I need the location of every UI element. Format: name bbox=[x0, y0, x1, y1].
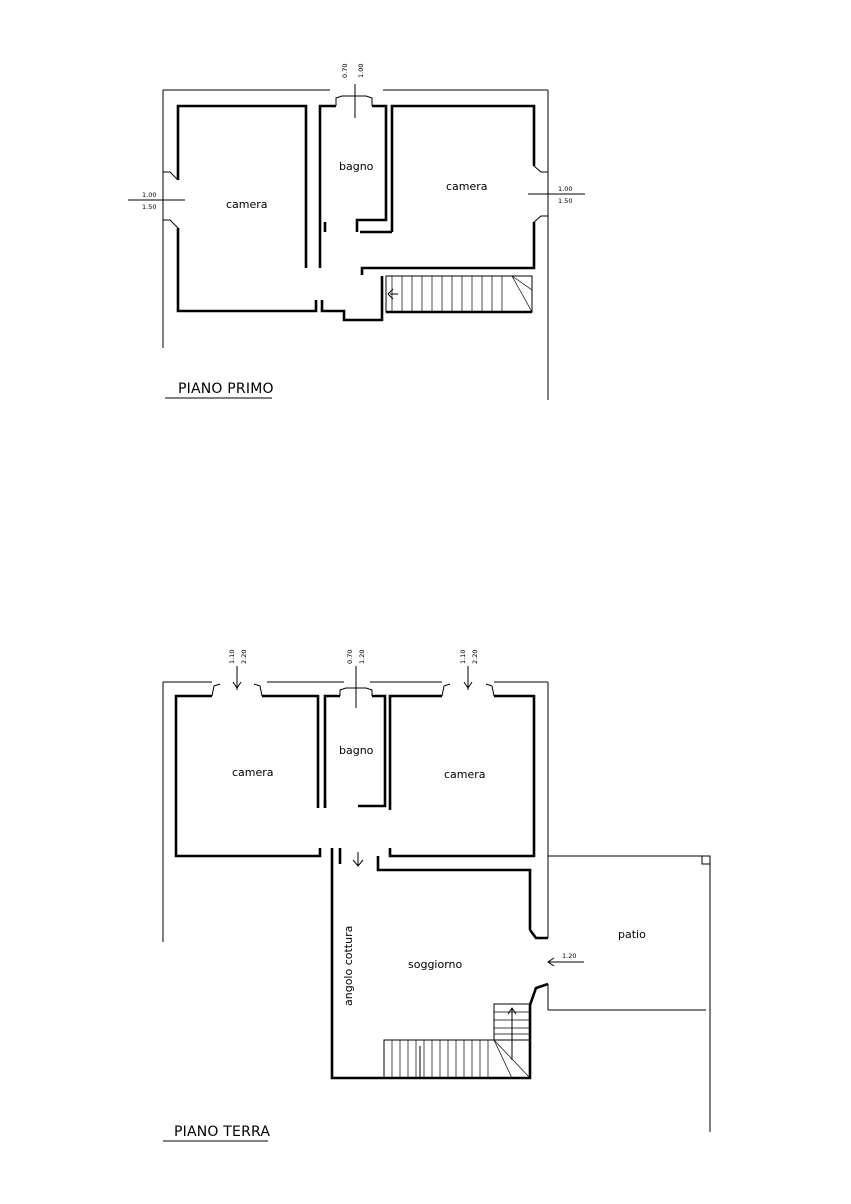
first-floor-camera-right-bottom-wall bbox=[360, 222, 536, 275]
first-floor-stair-arrow-icon bbox=[387, 288, 398, 300]
ground-floor-dim-mid-a: 0.70 bbox=[346, 650, 354, 664]
ground-floor-right-window bbox=[441, 683, 495, 697]
first-floor-room-bagno: bagno bbox=[339, 160, 374, 173]
first-floor-plan: 0.70 1.00 1.00 1.50 1.00 1.50 camera bag… bbox=[128, 64, 585, 400]
first-floor-camera-left-bottom-wall bbox=[176, 228, 318, 313]
first-floor-dim-right-b: 1.50 bbox=[558, 197, 572, 205]
first-floor-stair-winder bbox=[511, 275, 533, 291]
ground-floor-stair-winder bbox=[493, 1039, 513, 1079]
ground-floor-right-dim-arrow-icon bbox=[463, 681, 473, 689]
ground-floor-camera-left-walls bbox=[174, 694, 322, 858]
first-floor-room-camera-right: camera bbox=[446, 180, 488, 193]
first-floor-title: PIANO PRIMO bbox=[178, 381, 274, 397]
first-floor-stair-winder bbox=[511, 275, 533, 313]
ground-floor-patio bbox=[548, 855, 711, 1132]
first-floor-bagno-window bbox=[335, 95, 373, 106]
first-floor-landing-walls bbox=[320, 276, 384, 322]
ground-floor-room-camera-left: camera bbox=[232, 766, 274, 779]
ground-floor-staircase bbox=[383, 1003, 531, 1079]
ground-floor-dim-mid-b: 1.20 bbox=[358, 650, 366, 664]
first-floor-right-window bbox=[533, 165, 548, 223]
first-floor-room-camera-left: camera bbox=[226, 198, 268, 211]
ground-floor-camera-right-walls bbox=[388, 694, 536, 858]
ground-floor-room-patio: patio bbox=[618, 928, 646, 941]
ground-floor-plan: 1.10 2.20 0.70 1.20 1.10 2.20 1.20 camer… bbox=[162, 650, 711, 1142]
first-floor-camera-right-walls bbox=[390, 104, 536, 232]
first-floor-dim-top-b: 1.00 bbox=[357, 64, 365, 78]
ground-floor-stair-arrow-icon bbox=[507, 1007, 517, 1060]
ground-floor-title: PIANO TERRA bbox=[174, 1124, 270, 1140]
ground-floor-dim-door: 1.20 bbox=[562, 952, 576, 960]
ground-floor-dim-left-b: 2.20 bbox=[240, 650, 248, 664]
first-floor-stair-outline bbox=[385, 275, 533, 313]
ground-floor-bagno-right-wall bbox=[358, 694, 387, 808]
first-floor-camera-left-walls bbox=[176, 104, 308, 268]
ground-floor-left-window bbox=[211, 683, 263, 697]
first-floor-dim-left-a: 1.00 bbox=[142, 191, 156, 199]
ground-floor-camera-right-left-wall bbox=[388, 694, 442, 810]
ground-floor-dim-right-a: 1.10 bbox=[459, 650, 467, 664]
ground-floor-camera-left-top-wall bbox=[262, 694, 320, 808]
ground-floor-dim-left-a: 1.10 bbox=[228, 650, 236, 664]
ground-floor-room-angolo-cottura: angolo cottura bbox=[342, 926, 355, 1006]
ground-floor-stair-outline bbox=[383, 1039, 531, 1079]
ground-floor-room-camera-right: camera bbox=[444, 768, 486, 781]
ground-floor-bagno-left-wall bbox=[323, 694, 340, 808]
ground-floor-soggiorno-top-wall bbox=[376, 856, 532, 930]
ground-floor-dim-right-b: 2.20 bbox=[471, 650, 479, 664]
ground-floor-room-soggiorno: soggiorno bbox=[408, 958, 463, 971]
first-floor-bagno-right-wall bbox=[355, 104, 388, 232]
first-floor-dim-top-a: 0.70 bbox=[341, 64, 349, 78]
first-floor-staircase bbox=[385, 275, 533, 314]
patio-post bbox=[701, 855, 711, 865]
first-floor-left-window bbox=[163, 171, 179, 229]
ground-floor-entry-arrow-icon bbox=[352, 852, 364, 867]
first-floor-dim-left-b: 1.50 bbox=[142, 203, 156, 211]
first-floor-bagno-left-wall bbox=[318, 104, 336, 268]
ground-floor-room-bagno: bagno bbox=[339, 744, 374, 757]
ground-floor-door-dim-arrow-icon bbox=[547, 957, 555, 967]
ground-floor-door-jamb-top bbox=[528, 929, 548, 940]
first-floor-dim-right-a: 1.00 bbox=[558, 185, 572, 193]
ground-floor-door-jamb-bottom bbox=[528, 982, 549, 1006]
ground-floor-left-dim-arrow-icon bbox=[232, 681, 242, 689]
